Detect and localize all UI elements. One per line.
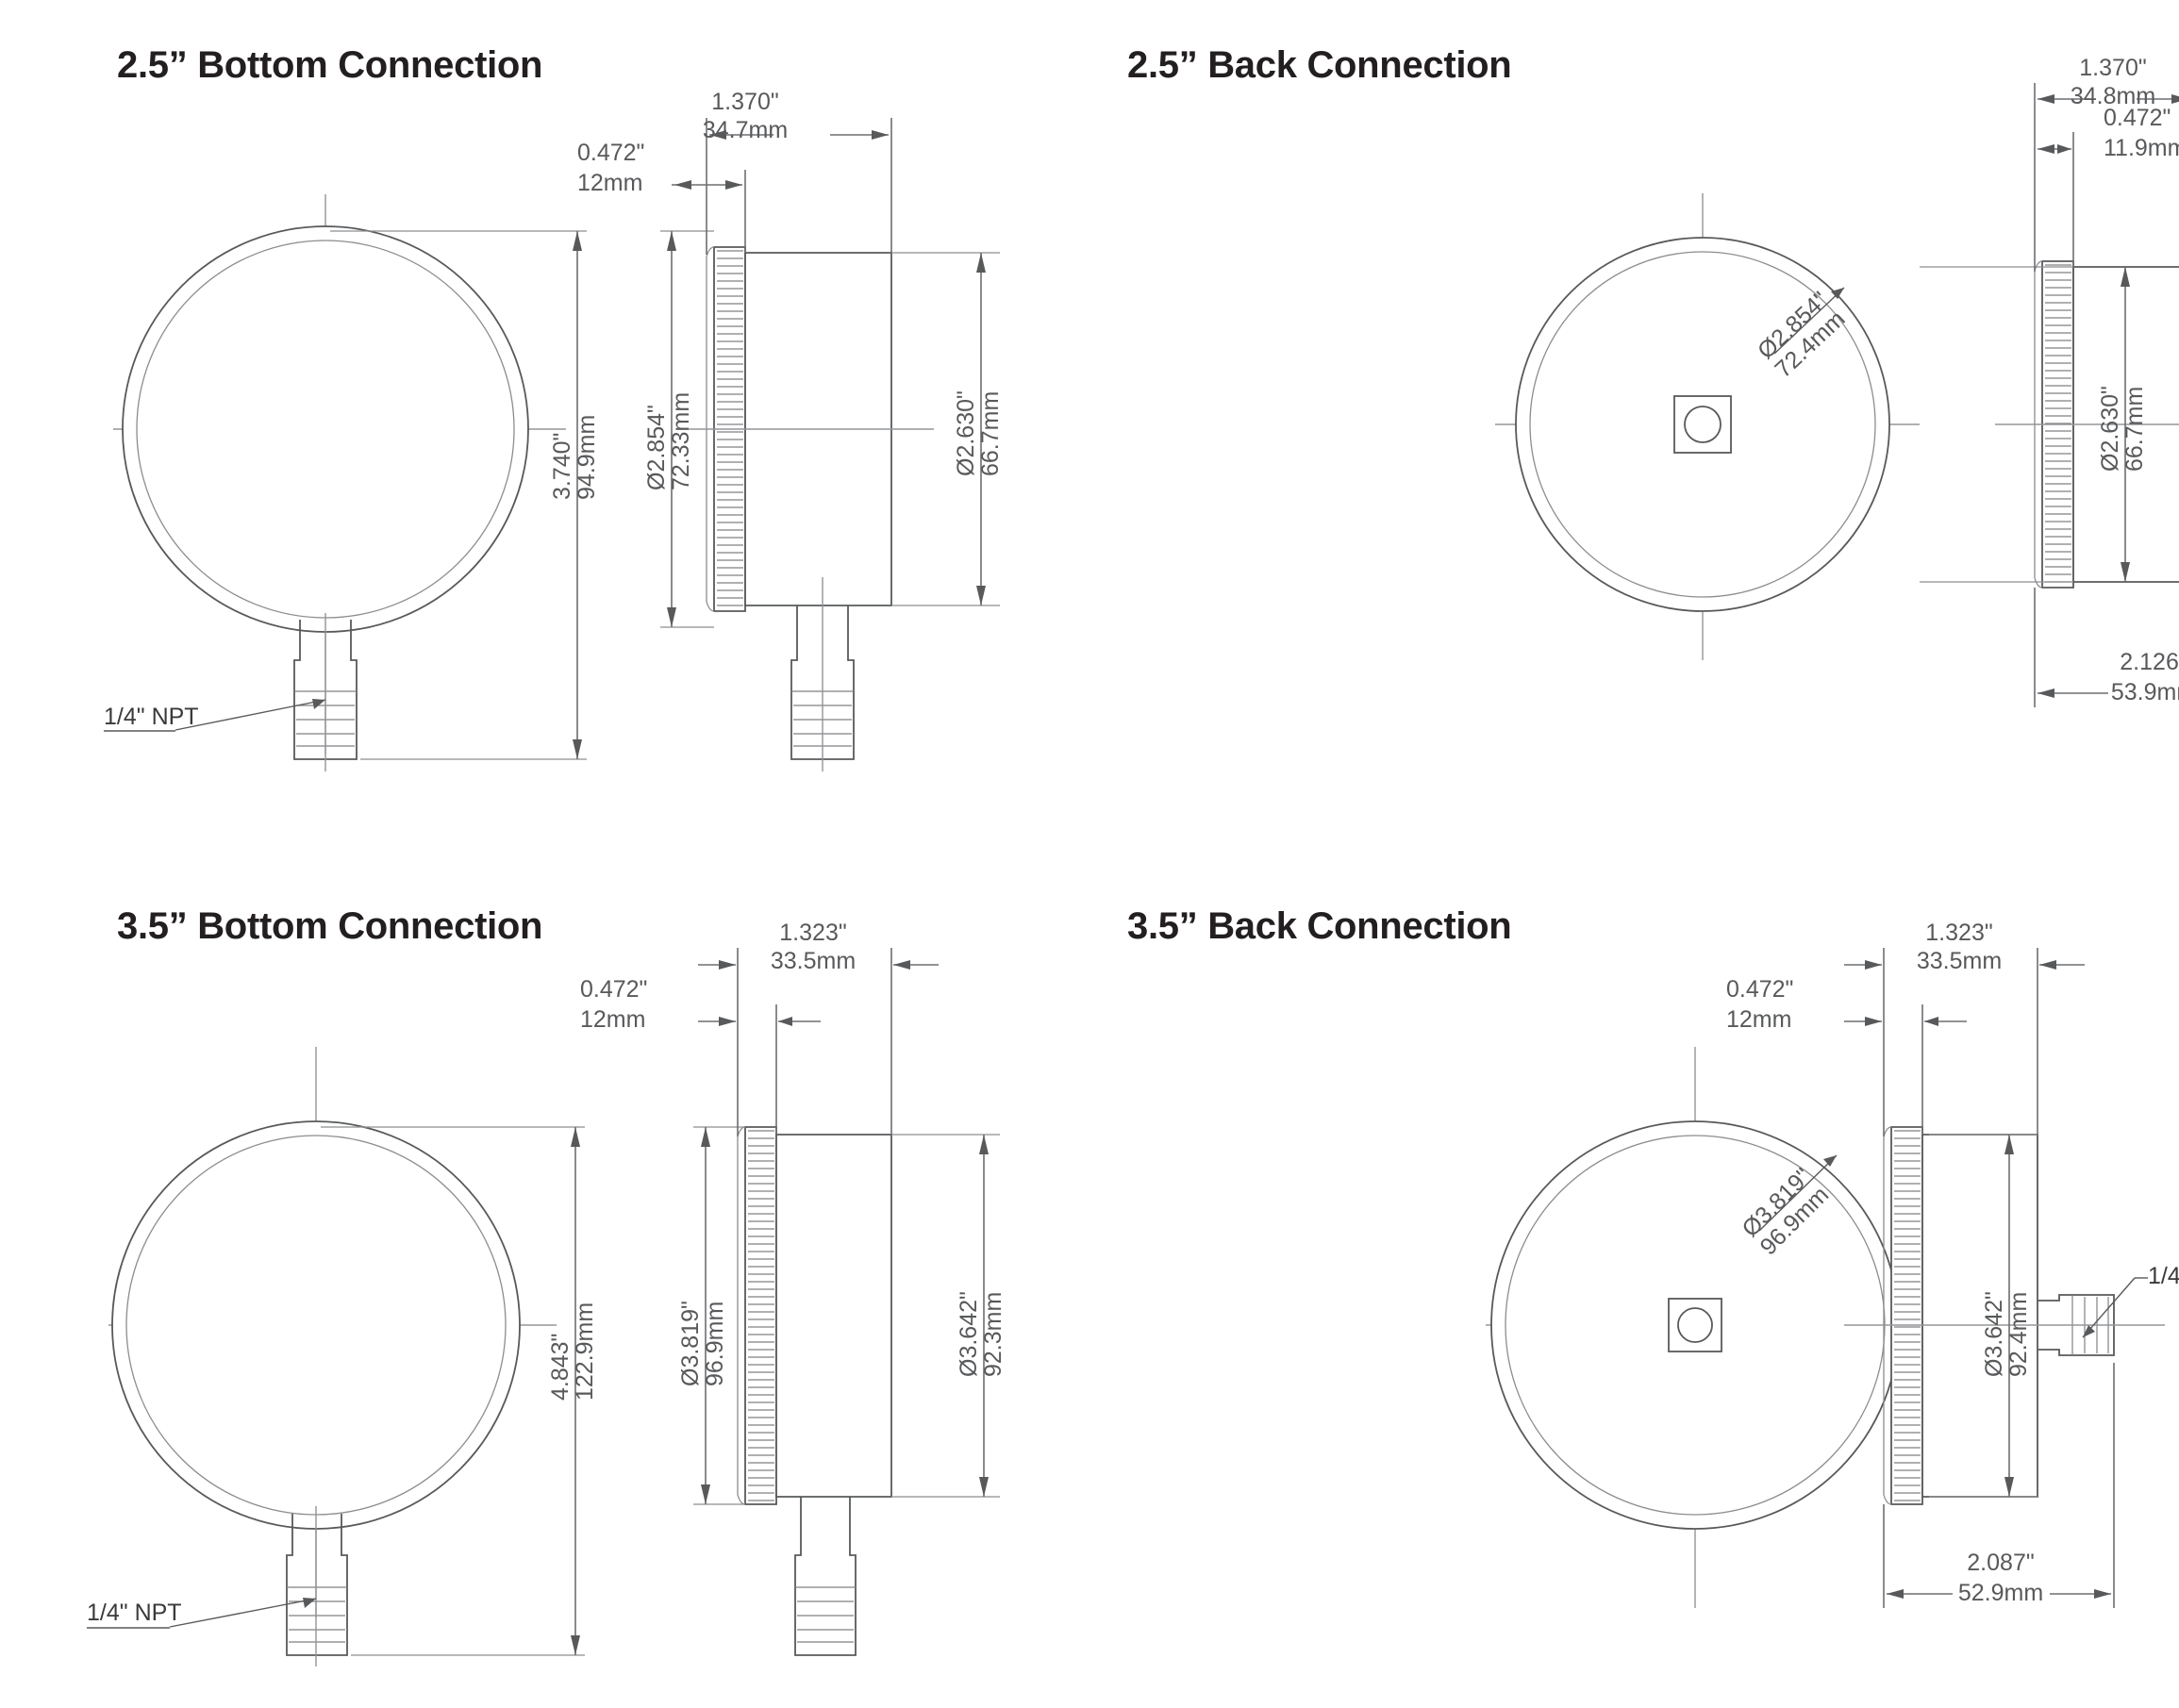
dim-bezel-thickness-2p5-bottom: 0.472" 12mm (577, 140, 746, 253)
npt-callout-3p5-bottom: 1/4" NPT (87, 1598, 317, 1629)
dim-bezel-thickness-2p5-back: 0.472" 11.9mm (2038, 105, 2179, 267)
quadrant-title: 3.5” Bottom Connection (117, 905, 543, 947)
drawing-2p5-bottom: 1/4" NPT 3.740" 94.9mm (104, 89, 1004, 771)
npt-callout-2p5-bottom: 1/4" NPT (104, 699, 326, 732)
dim-overall-depth-inch: 2.087" (1967, 1550, 2034, 1576)
dim-top-width-2p5-back: 1.370" 34.8mm (2034, 55, 2179, 272)
dim-bezel-thickness-mm: 12mm (577, 170, 642, 196)
dim-overall-height-inch: 4.843" (547, 1334, 574, 1401)
dim-bezel-dia-inch: Ø2.854" (643, 405, 670, 490)
front-view-3p5-back (1486, 1047, 1929, 1608)
front-view-2p5-bottom (113, 194, 566, 755)
front-view-3p5-bottom (108, 1047, 557, 1617)
dim-case-dia-3p5-back: Ø3.642" 92.4mm (1929, 1134, 2038, 1498)
dim-overall-depth-2p5-back: 2.126" 53.9mm (2034, 588, 2179, 707)
quadrant-3p5-back-connection: 3.5” Back Connection Ø3.819" 96.9mm (1090, 854, 2179, 1708)
side-view-2p5-back (1995, 260, 2179, 589)
drawing-3p5-bottom: 1/4" NPT 4.843" 122.9mm (87, 920, 1006, 1667)
drawing-2p5-back: Ø2.854" 72.4mm (1495, 55, 2179, 707)
dim-overall-depth-mm: 52.9mm (1958, 1580, 2043, 1606)
npt-label: 1/4" NPT (104, 704, 199, 730)
dim-top-width-mm: 33.5mm (771, 948, 856, 974)
npt-label: 1/4" NPT (2148, 1263, 2179, 1289)
dim-bezel-thickness-3p5-bottom: 0.472" 12mm (580, 976, 821, 1135)
dim-bezel-dia-3p5-bottom: Ø3.819" 96.9mm (677, 1126, 745, 1505)
dim-top-width-mm: 33.5mm (1917, 948, 2002, 974)
dim-top-width-mm: 34.7mm (703, 117, 788, 143)
dim-top-width-inch: 1.323" (1925, 920, 1992, 946)
dim-case-dia-inch: Ø2.630" (953, 390, 979, 476)
dim-case-dia-inch: Ø3.642" (1981, 1291, 2007, 1377)
npt-stem-front-2p5-bottom (293, 613, 358, 771)
dim-case-dia-mm: 66.7mm (2121, 387, 2148, 472)
dim-bezel-thickness-3p5-back: 0.472" 12mm (1726, 976, 1967, 1135)
dim-case-dia-inch: Ø2.630" (2097, 386, 2123, 472)
dim-bezel-thickness-inch: 0.472" (580, 976, 647, 1003)
front-view-2p5-back (1495, 193, 1920, 660)
dim-bezel-thickness-inch: 0.472" (577, 140, 644, 166)
dim-case-dia-inch: Ø3.642" (956, 1291, 982, 1377)
quadrant-2p5-back-connection: 2.5” Back Connection Ø2.854" 72.4mm (1090, 0, 2179, 854)
dim-overall-height-2p5-bottom: 3.740" 94.9mm (330, 230, 600, 760)
dim-top-width-3p5-back: 1.323" 33.5mm (1844, 920, 2085, 1136)
dim-bezel-dia-inch: Ø3.819" (677, 1301, 704, 1386)
dim-overall-height-inch: 3.740" (549, 433, 575, 500)
dim-bezel-dia-mm: 72.33mm (668, 392, 694, 490)
quadrant-title: 2.5” Bottom Connection (117, 44, 543, 86)
dim-top-width-2p5-bottom: 1.370" 34.7mm (703, 89, 892, 255)
quadrant-title: 2.5” Back Connection (1127, 44, 1512, 86)
dim-overall-depth-mm: 53.9mm (2111, 679, 2179, 705)
dim-top-width-mm: 34.8mm (2071, 83, 2155, 109)
dim-bezel-dia-mm: 96.9mm (702, 1302, 728, 1386)
dim-top-width-inch: 1.370" (2079, 55, 2146, 81)
npt-stem-front-3p5-bottom (286, 1506, 348, 1667)
npt-callout-3p5-back: 1/4" NPT (2082, 1263, 2179, 1338)
npt-label: 1/4" NPT (87, 1600, 182, 1626)
dim-bezel-thickness-inch: 0.472" (2104, 105, 2171, 131)
dim-bezel-thickness-mm: 11.9mm (2104, 135, 2179, 161)
dim-bezel-thickness-mm: 12mm (580, 1006, 645, 1033)
dim-top-width-inch: 1.323" (779, 920, 846, 946)
dim-top-width-inch: 1.370" (711, 89, 778, 115)
quadrant-3p5-bottom-connection: 3.5” Bottom Connection (0, 854, 1090, 1708)
dim-overall-depth-3p5-back: 2.087" 52.9mm (1883, 1363, 2115, 1608)
drawing-3p5-back: Ø3.819" 96.9mm (1486, 920, 2179, 1608)
dim-bezel-thickness-mm: 12mm (1726, 1006, 1791, 1033)
side-view-3p5-bottom (737, 1126, 892, 1656)
dim-top-width-3p5-bottom: 1.323" 33.5mm (698, 920, 939, 1136)
quadrant-2p5-bottom-connection: 2.5” Bottom Connection (0, 0, 1090, 854)
dim-case-dia-mm: 92.3mm (980, 1292, 1006, 1377)
dim-case-dia-mm: 92.4mm (2005, 1292, 2032, 1377)
dim-case-dia-2p5-bottom: Ø2.630" 66.7mm (891, 252, 1004, 606)
quadrant-title: 3.5” Back Connection (1127, 905, 1512, 947)
dim-case-dia-mm: 66.7mm (977, 391, 1004, 476)
dim-overall-height-mm: 122.9mm (572, 1302, 598, 1401)
dim-overall-height-3p5-bottom: 4.843" 122.9mm (321, 1126, 598, 1656)
dim-overall-height-mm: 94.9mm (574, 415, 600, 500)
dim-overall-depth-inch: 2.126" (2120, 649, 2179, 675)
dim-case-dia-3p5-bottom: Ø3.642" 92.3mm (891, 1134, 1006, 1498)
dim-case-dia-2p5-back: Ø2.630" 66.7mm (1920, 266, 2148, 583)
dim-bezel-thickness-inch: 0.472" (1726, 976, 1793, 1003)
dim-bezel-dia-2p5-bottom: Ø2.854" 72.33mm (643, 230, 714, 628)
side-view-2p5-bottom (677, 246, 934, 771)
